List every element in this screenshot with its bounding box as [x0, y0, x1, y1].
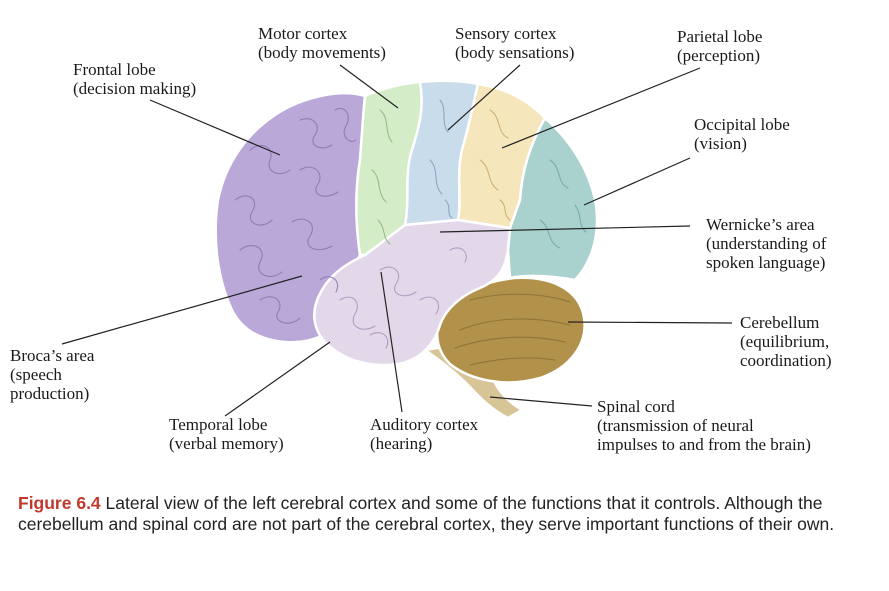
leader-spinal-cord	[489, 396, 593, 407]
leader-wernickes-area	[439, 225, 691, 233]
motor-gyri	[371, 109, 393, 245]
occipital-lobe	[506, 116, 599, 282]
figure-caption: Figure 6.4 Lateral view of the left cere…	[18, 493, 868, 535]
leader-brocas-area	[61, 275, 303, 345]
cerebellum-folia	[454, 293, 571, 366]
occipital-gyri	[539, 159, 587, 249]
leader-parietal-lobe	[501, 67, 701, 149]
label-temporal-lobe: Temporal lobe(verbal memory)	[169, 415, 284, 453]
parietal-gyri	[479, 109, 511, 221]
temporal-lobe	[313, 218, 512, 367]
leader-motor-cortex	[339, 64, 399, 109]
label-auditory-cortex: Auditory cortex(hearing)	[370, 415, 479, 453]
temporal-gyri	[339, 247, 467, 349]
label-parietal-lobe: Parietal lobe(perception)	[677, 27, 763, 65]
label-motor-cortex: Motor cortex(body movements)	[258, 24, 386, 62]
label-frontal-lobe: Frontal lobe(decision making)	[73, 60, 197, 98]
brain-diagram	[61, 64, 733, 420]
leader-cerebellum	[567, 321, 733, 324]
leader-frontal-lobe	[149, 99, 281, 156]
cerebellum	[436, 276, 586, 384]
leader-occipital-lobe	[583, 157, 691, 206]
leader-temporal-lobe	[224, 341, 331, 417]
leader-lines	[61, 64, 733, 417]
label-occipital-lobe: Occipital lobe(vision)	[694, 115, 790, 153]
figure-number: Figure 6.4	[18, 493, 101, 513]
caption-text: Lateral view of the left cerebral cortex…	[18, 493, 835, 534]
leader-auditory-cortex	[380, 271, 403, 413]
brain-figure: Motor cortex(body movements) Sensory cor…	[10, 24, 832, 454]
leader-sensory-cortex	[447, 64, 521, 131]
sensory-gyri	[429, 99, 453, 219]
label-cerebellum: Cerebellum(equilibrium,coordination)	[740, 313, 832, 370]
frontal-gyri	[234, 108, 357, 324]
label-sensory-cortex: Sensory cortex(body sensations)	[455, 24, 575, 62]
